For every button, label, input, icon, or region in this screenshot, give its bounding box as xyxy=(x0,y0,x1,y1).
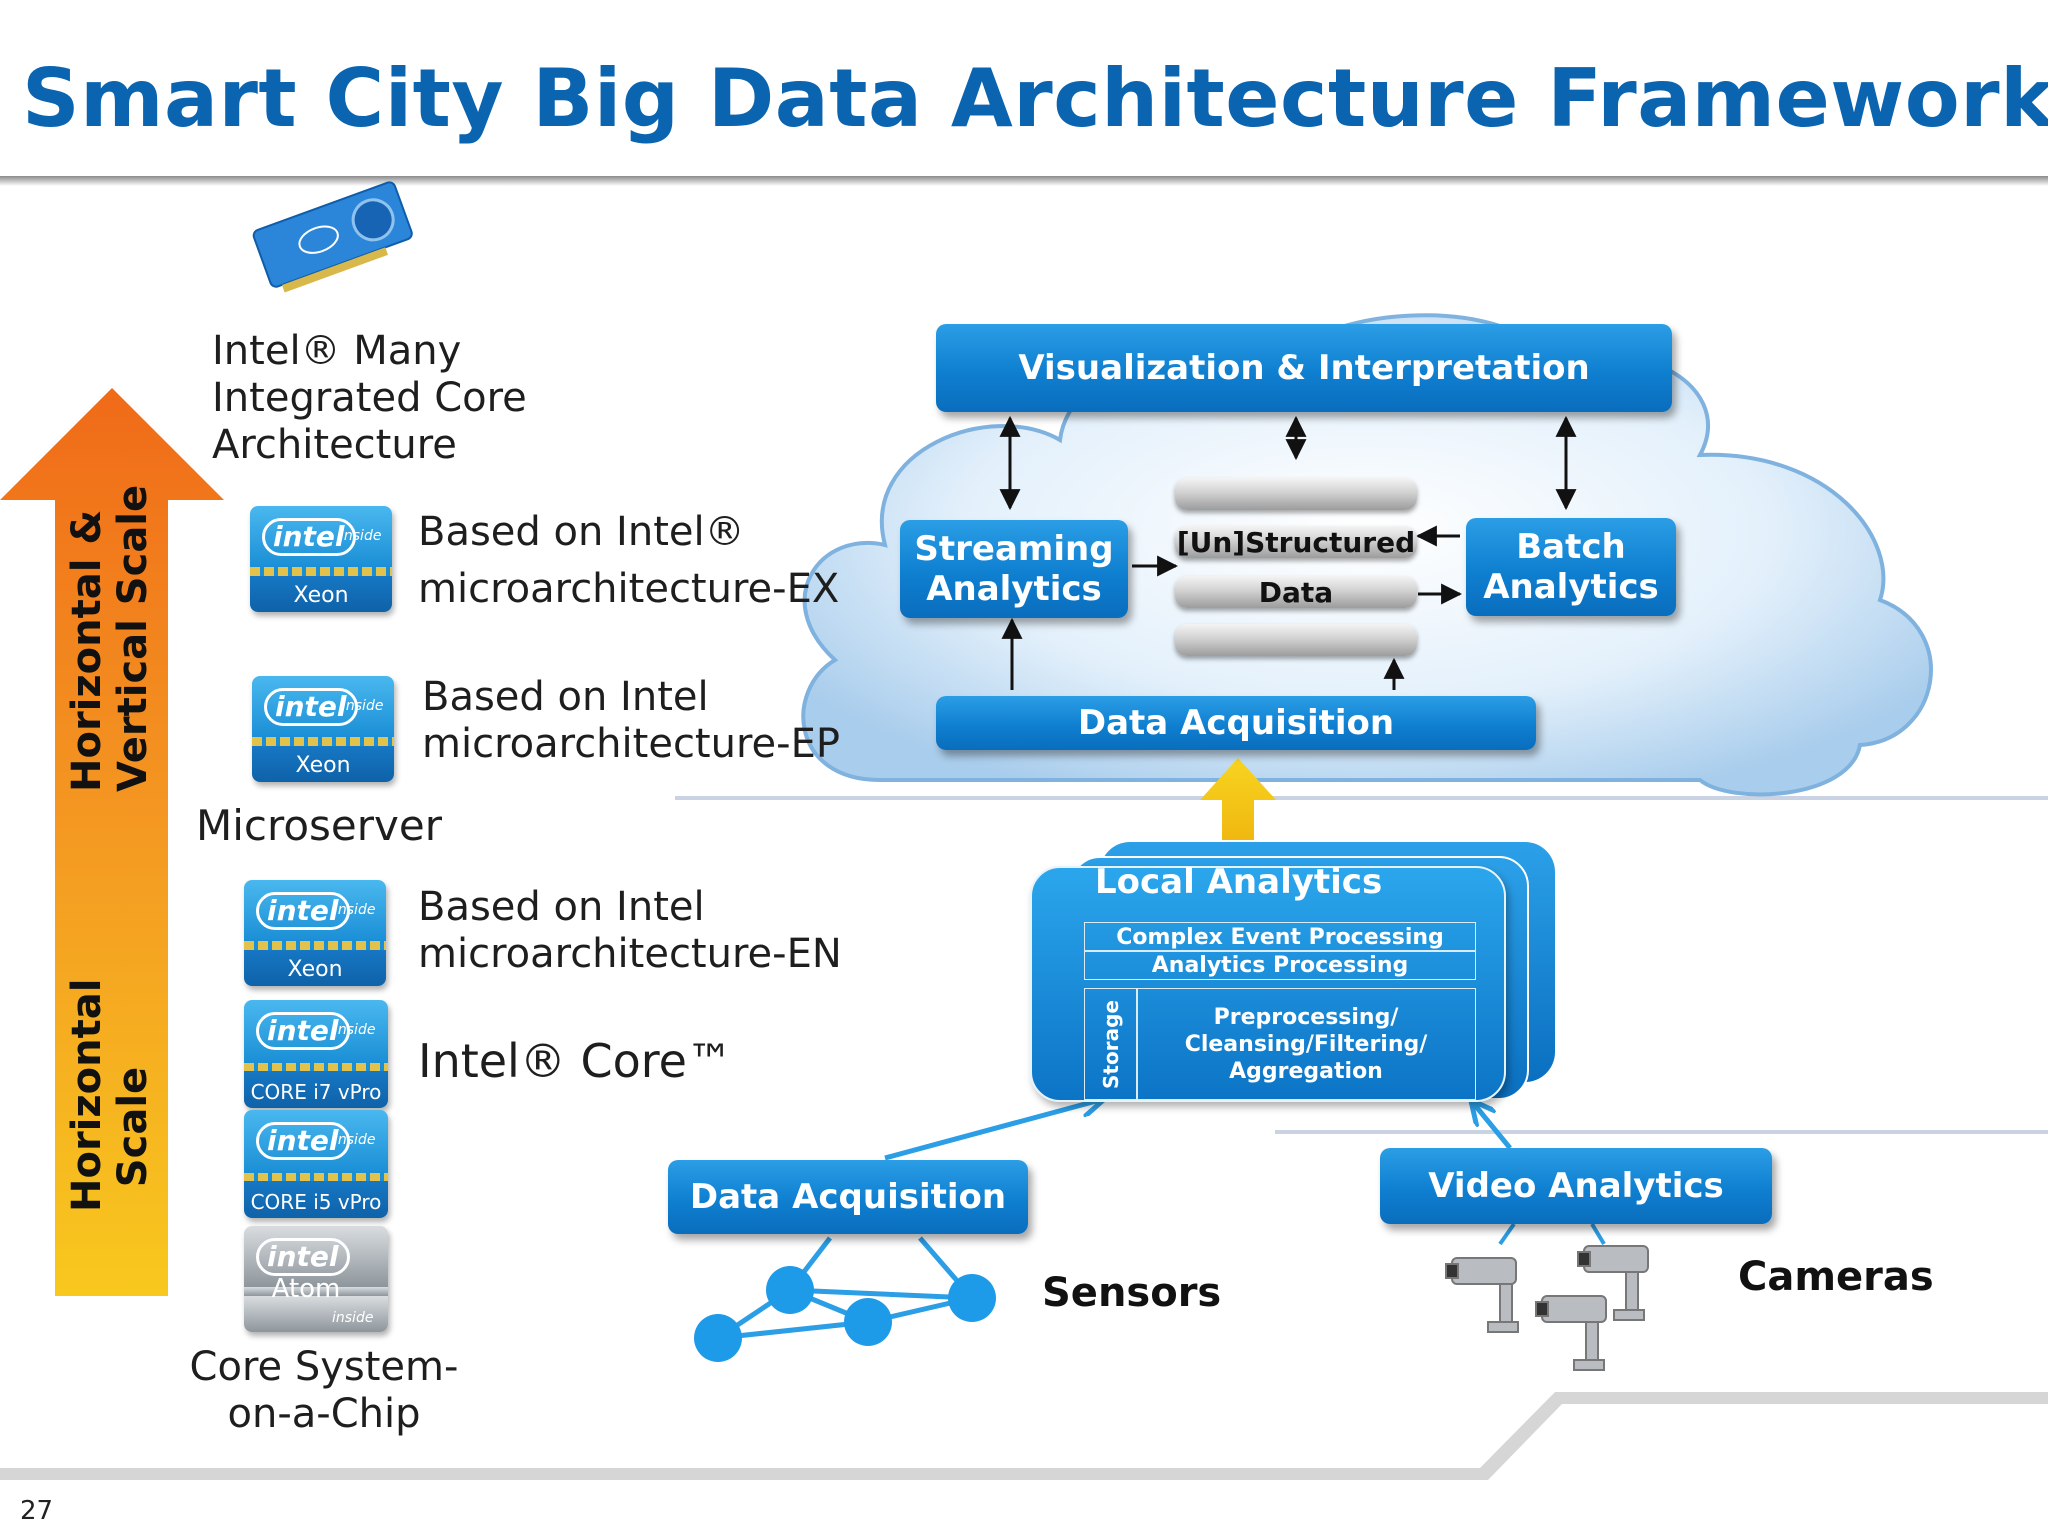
soc-label: Core System- on-a-Chip xyxy=(188,1344,460,1438)
scale-label-bottom-line1: Horizontal xyxy=(64,979,110,1212)
batch-analytics-box: Batch Analytics xyxy=(1466,518,1676,616)
slide-title: Smart City Big Data Architecture Framewo… xyxy=(22,52,2048,145)
cameras-label: Cameras xyxy=(1738,1254,1934,1300)
chip-kind: Xeon xyxy=(293,583,349,608)
streaming-line2: Analytics xyxy=(926,569,1102,609)
preprocessing-line2: Cleansing/Filtering/ xyxy=(1184,1031,1428,1057)
core-i7-chip: intel inside CORE i7 vPro xyxy=(244,1000,388,1108)
chip-inside-text: inside xyxy=(340,528,382,544)
ep-label: Based on Intel microarchitecture-EP xyxy=(422,674,840,768)
many-core-line1: Intel® Many xyxy=(212,328,462,374)
data-store-disk xyxy=(1175,624,1417,656)
chip-kind: Xeon xyxy=(295,753,351,778)
many-core-card-icon xyxy=(252,181,413,293)
sensors-label: Sensors xyxy=(1042,1270,1222,1316)
streaming-analytics-box: Streaming Analytics xyxy=(900,520,1128,618)
scale-label-bottom-line2: Scale xyxy=(110,1066,156,1188)
batch-line1: Batch xyxy=(1516,527,1626,567)
chip-kind: Atom xyxy=(271,1274,341,1304)
many-core-line3: Architecture xyxy=(212,422,457,468)
xeon-ep-chip: intel inside Xeon xyxy=(252,676,394,782)
preprocessing-line1: Preprocessing/ xyxy=(1213,1004,1399,1030)
xeon-en-chip: intel inside Xeon xyxy=(244,880,386,986)
page-number: 27 xyxy=(20,1496,54,1526)
intel-logo: intel xyxy=(262,518,356,556)
atom-chip: intel inside Atom xyxy=(244,1226,388,1332)
storage-cell: Storage xyxy=(1084,988,1138,1100)
batch-line2: Analytics xyxy=(1483,567,1659,607)
chip-inside-text: inside xyxy=(334,1022,376,1038)
data-store-label-bottom: Data xyxy=(1175,576,1417,609)
en-line2: microarchitecture-EN xyxy=(418,931,842,977)
many-core-label: Intel® Many Integrated Core Architecture xyxy=(212,328,527,469)
upload-arrow xyxy=(1200,758,1276,840)
xeon-ex-chip: intel inside Xeon xyxy=(250,506,392,612)
camera-icon xyxy=(1535,1295,1607,1371)
cloud-data-acquisition-box: Data Acquisition xyxy=(936,696,1536,750)
local-analytics-box xyxy=(1030,866,1506,1102)
soc-line1: Core System- xyxy=(189,1344,459,1390)
camera-icon xyxy=(1577,1245,1649,1321)
ex-line1: Based on Intel® xyxy=(418,509,745,555)
core-label: Intel® Core™ xyxy=(418,1034,733,1088)
streaming-line1: Streaming xyxy=(914,529,1114,569)
ep-line2: microarchitecture-EP xyxy=(422,721,840,767)
chip-kind: CORE i7 vPro xyxy=(250,1080,382,1104)
chip-kind: Xeon xyxy=(287,957,343,982)
local-analytics-title: Local Analytics xyxy=(1095,862,1383,902)
many-core-line2: Integrated Core xyxy=(212,375,527,421)
chip-inside-text: inside xyxy=(334,902,376,918)
visualization-box: Visualization & Interpretation xyxy=(936,324,1672,412)
microserver-label: Microserver xyxy=(196,801,442,850)
intel-logo: intel xyxy=(256,1238,350,1276)
analytics-processing: Analytics Processing xyxy=(1084,950,1476,980)
scale-label-top-line1: Horizontal & xyxy=(64,510,110,792)
chip-kind: CORE i5 vPro xyxy=(250,1190,382,1214)
chip-inside-text: inside xyxy=(332,1310,374,1326)
footer-bar xyxy=(0,1392,2048,1480)
storage-label: Storage xyxy=(1098,999,1123,1089)
video-analytics-box: Video Analytics xyxy=(1380,1148,1772,1224)
sensor-network-icon xyxy=(694,1236,996,1362)
chip-inside-text: inside xyxy=(334,1132,376,1148)
data-store-disk xyxy=(1175,478,1417,510)
complex-event-processing: Complex Event Processing xyxy=(1084,922,1476,952)
camera-link xyxy=(1498,1222,1516,1246)
ex-line2: microarchitecture-EX xyxy=(418,566,840,612)
camera-link xyxy=(1590,1222,1606,1246)
chip-inside-text: inside xyxy=(342,698,384,714)
en-label: Based on Intel microarchitecture-EN xyxy=(418,884,842,978)
intel-logo: intel xyxy=(264,688,358,726)
preprocessing-cell: Preprocessing/ Cleansing/Filtering/ Aggr… xyxy=(1136,988,1476,1100)
soc-line2: on-a-Chip xyxy=(227,1391,421,1437)
ex-label: Based on Intel® microarchitecture-EX xyxy=(418,508,839,622)
ep-line1: Based on Intel xyxy=(422,674,709,720)
header-rule xyxy=(0,176,2048,186)
video-local-arrow xyxy=(1474,1104,1512,1150)
camera-icon xyxy=(1445,1257,1519,1333)
intel-logo: intel xyxy=(256,1122,350,1160)
scale-label-top-line2: Vertical Scale xyxy=(110,485,156,792)
scale-label-top: Horizontal & Vertical Scale xyxy=(64,485,156,792)
core-i5-chip: intel inside CORE i5 vPro xyxy=(244,1110,388,1218)
intel-logo: intel xyxy=(256,1012,350,1050)
scale-label-bottom: Horizontal Scale xyxy=(64,979,156,1212)
edge-data-acquisition-box: Data Acquisition xyxy=(668,1160,1028,1234)
preprocessing-line3: Aggregation xyxy=(1229,1058,1383,1084)
acq-local-arrow xyxy=(884,1100,1100,1161)
intel-logo: intel xyxy=(256,892,350,930)
data-store-label-top: [Un]Structured xyxy=(1175,525,1417,559)
en-line1: Based on Intel xyxy=(418,884,705,930)
scale-arrow xyxy=(0,388,224,1296)
